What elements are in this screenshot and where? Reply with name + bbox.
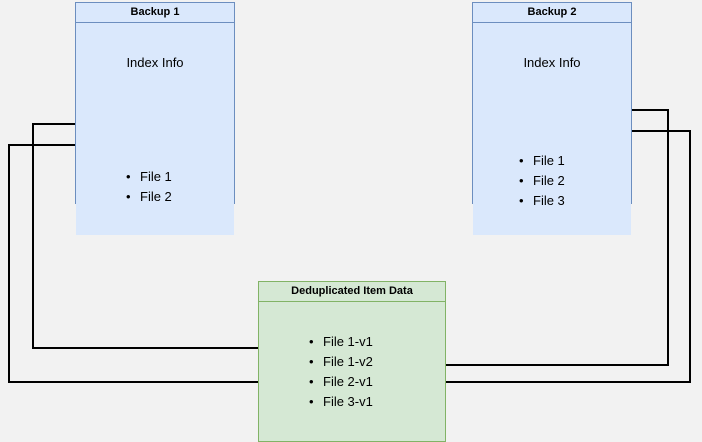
list-item: File 3-v1 (307, 392, 373, 412)
list-item: File 2 (517, 171, 565, 191)
list-item: File 2-v1 (307, 372, 373, 392)
list-item: File 2 (124, 187, 172, 207)
backup-2-file-list: File 1 File 2 File 3 (517, 151, 565, 211)
deduplicated-item-data-box[interactable]: Deduplicated Item Data File 1-v1 File 1-… (258, 281, 446, 442)
list-item: File 3 (517, 191, 565, 211)
list-item: File 1 (124, 167, 172, 187)
list-item: File 1-v2 (307, 352, 373, 372)
backup-1-box[interactable]: Backup 1 Index Info File 1 File 2 (75, 2, 235, 235)
backup-1-file-list: File 1 File 2 (124, 167, 172, 207)
deduplicated-file-list: File 1-v1 File 1-v2 File 2-v1 File 3-v1 (307, 332, 373, 412)
list-item: File 1 (517, 151, 565, 171)
backup-1-title: Index Info (126, 55, 184, 70)
deduplicated-item-data-header: Deduplicated Item Data (259, 282, 445, 302)
backup-2-title: Index Info (523, 55, 581, 70)
deduplicated-item-data-body: File 1-v1 File 1-v2 File 2-v1 File 3-v1 (259, 302, 445, 441)
backup-2-box[interactable]: Backup 2 Index Info File 1 File 2 File 3 (472, 2, 632, 235)
backup-1-header: Backup 1 (76, 3, 234, 23)
backup-1-body: Index Info File 1 File 2 (76, 55, 234, 235)
backup-2-header: Backup 2 (473, 3, 631, 23)
backup-2-body: Index Info File 1 File 2 File 3 (473, 55, 631, 235)
list-item: File 1-v1 (307, 332, 373, 352)
